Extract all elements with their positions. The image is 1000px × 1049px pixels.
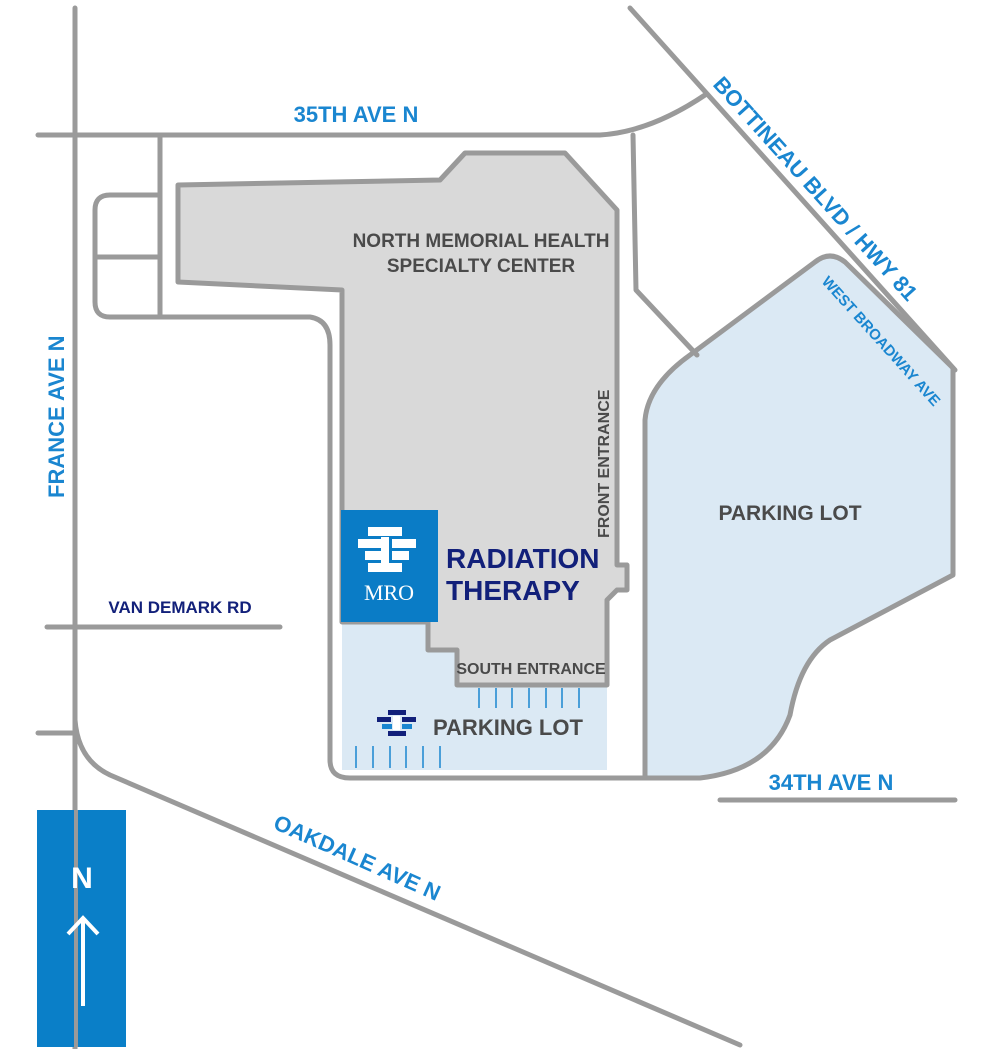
- south-entrance-label: SOUTH ENTRANCE: [456, 661, 606, 678]
- building-name-line1: NORTH MEMORIAL HEALTH: [353, 231, 610, 252]
- street-france-ave: FRANCE AVE N: [44, 335, 69, 498]
- north-arrow: N: [37, 810, 126, 1047]
- mro-logo-text: MRO: [364, 580, 414, 605]
- arrow-up-icon: [66, 915, 100, 1006]
- parking-stalls: [355, 688, 580, 768]
- street-van-demark: VAN DEMARK RD: [108, 598, 251, 617]
- street-oakdale: OAKDALE AVE N: [270, 810, 444, 906]
- parking-lot-label: PARKING LOT: [718, 502, 861, 525]
- mro-parking-label: PARKING LOT: [433, 715, 583, 740]
- parking-lot-east: [642, 253, 956, 781]
- mro-logo: MRO: [341, 510, 438, 622]
- building-name-line2: SPECIALTY CENTER: [387, 256, 576, 277]
- radiation-therapy-line1: RADIATION: [446, 543, 599, 574]
- street-35th-ave: 35TH AVE N: [294, 102, 419, 127]
- radiation-therapy-line2: THERAPY: [446, 575, 580, 606]
- mro-parking-icon: [377, 710, 416, 736]
- street-34th-ave: 34TH AVE N: [769, 770, 894, 795]
- north-label: N: [71, 862, 93, 895]
- front-entrance-label: FRONT ENTRANCE: [596, 389, 613, 538]
